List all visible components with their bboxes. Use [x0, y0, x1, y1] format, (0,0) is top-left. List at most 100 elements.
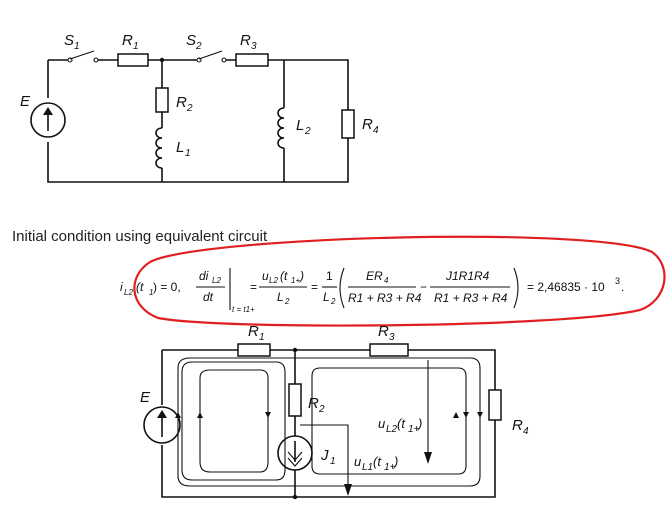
eq-frac1-den: L [277, 290, 284, 304]
resistor-r3 [235, 53, 269, 67]
label-r3-sub: 3 [389, 332, 395, 343]
equation: i L2 (t 1 ) = 0, di L2 dt t = t1+ = u L2… [120, 235, 666, 327]
label-ul1: u [354, 454, 361, 469]
voltage-source-e [30, 102, 66, 138]
label-s1: S [64, 32, 74, 49]
label-s2-sub: 2 [195, 41, 202, 52]
label-r1-sub: 1 [133, 41, 139, 52]
circuit-2: E R 1 R 3 R 2 J 1 R 4 u L2 (t 1+ ) u L1 … [140, 323, 529, 500]
inductor-l1 [155, 127, 163, 169]
resistor-r2 [155, 87, 169, 113]
label-ul1-arg: (t [373, 454, 382, 469]
current-loop-4 [311, 367, 467, 475]
eq-result-exp: 3 [615, 276, 620, 286]
switch-s1 [67, 50, 99, 63]
loop-arrow [463, 412, 469, 418]
label-r2-sub: 2 [186, 103, 193, 114]
loop-arrow [477, 412, 483, 418]
label-r4-sub: 4 [523, 426, 529, 437]
label-r2: R [308, 395, 319, 412]
eq-minus: − [420, 280, 427, 294]
eq-deriv-den: dt [203, 290, 214, 304]
label-e: E [20, 93, 31, 110]
junction-dot [159, 57, 165, 63]
eq-frac1-close: ) [298, 269, 304, 283]
voltage-source-e [143, 406, 181, 444]
label-r1-sub: 1 [259, 332, 265, 343]
eq-frac1-num: u [262, 269, 269, 283]
voltage-arrowhead [344, 484, 352, 496]
label-r1: R [248, 323, 259, 340]
inductor-l2 [277, 107, 285, 149]
paren-right [513, 267, 519, 309]
label-ul1-arg-sub: 1+ [384, 462, 396, 473]
resistor-r1 [237, 343, 271, 357]
eq-frac2-den: R1 + R3 + R4 [348, 291, 422, 305]
label-r4-sub: 4 [373, 125, 379, 136]
eq-lhs-value: ) = 0, [153, 280, 181, 294]
label-ul2-close: ) [416, 416, 422, 431]
eq-equals: = [250, 280, 257, 294]
eq-lhs: i [120, 280, 123, 294]
junction-dot [292, 347, 298, 353]
label-ul2: u [378, 416, 385, 431]
current-loop-3 [177, 357, 481, 487]
eq-eval-at: t = t1+ [232, 305, 255, 314]
eq-result: = 2,46835 · 10 [527, 280, 605, 294]
resistor-r2 [288, 383, 302, 417]
label-l1: L [176, 139, 184, 156]
eq-frac1-den-sub: 2 [284, 297, 290, 306]
label-r2-sub: 2 [318, 404, 325, 415]
label-ul1-sub: L1 [362, 462, 373, 473]
eq-coef-den-sub: 2 [330, 297, 336, 306]
resistor-r1 [117, 53, 149, 67]
label-r4: R [362, 116, 373, 133]
current-loop-2 [199, 369, 269, 473]
eq-frac1-num-sub: L2 [269, 276, 278, 285]
resistor-r4 [488, 389, 502, 421]
loop-arrow [265, 412, 271, 418]
current-source-j1 [277, 435, 313, 471]
switch-s2 [196, 50, 227, 63]
paren-left [339, 267, 345, 309]
label-r1: R [122, 32, 133, 49]
wire [161, 349, 496, 498]
eq-frac3-den: R1 + R3 + R4 [434, 291, 508, 305]
loop-arrow [197, 412, 203, 418]
eq-frac1-num-arg: (t [280, 269, 288, 283]
eq-lhs-arg: (t [136, 280, 144, 294]
eq-deriv-num: di [199, 269, 209, 283]
eq-coef-den: L [323, 290, 330, 304]
label-r2: R [176, 94, 187, 111]
loop-arrow [175, 412, 181, 418]
voltage-arrow-ul1 [300, 424, 349, 492]
eq-frac1-num-arg-sub: 1+ [291, 276, 300, 285]
junction-dot [292, 494, 298, 500]
loop-arrow [453, 412, 459, 418]
label-r3: R [240, 32, 251, 49]
circuit-1: E S 1 R 1 S 2 R 3 R 2 L 1 L 2 R 4 [20, 32, 379, 183]
label-e: E [140, 389, 151, 406]
label-l2-sub: 2 [304, 126, 311, 137]
wire [47, 138, 349, 183]
highlight-ellipse [133, 235, 666, 327]
label-j1: J [320, 447, 329, 464]
eq-equals-2: = [311, 280, 318, 294]
eq-frac2-num-sub: 4 [384, 276, 389, 285]
eq-frac3-num: J1R1R4 [445, 269, 490, 283]
eq-period: . [621, 280, 624, 294]
label-ul2-arg: (t [397, 416, 406, 431]
caption: Initial condition using equivalent circu… [12, 228, 268, 245]
label-s2: S [186, 32, 196, 49]
current-loop-1 [181, 361, 286, 481]
wire [226, 59, 349, 110]
eq-lhs-arg-sub: 1 [149, 288, 153, 297]
label-l2: L [296, 117, 304, 134]
eq-lhs-sub: L2 [124, 288, 133, 297]
label-ul2-sub: L2 [386, 424, 398, 435]
eq-coef-num: 1 [326, 269, 333, 283]
resistor-r4 [341, 109, 355, 139]
label-r3-sub: 3 [251, 41, 257, 52]
label-r3: R [378, 323, 389, 340]
